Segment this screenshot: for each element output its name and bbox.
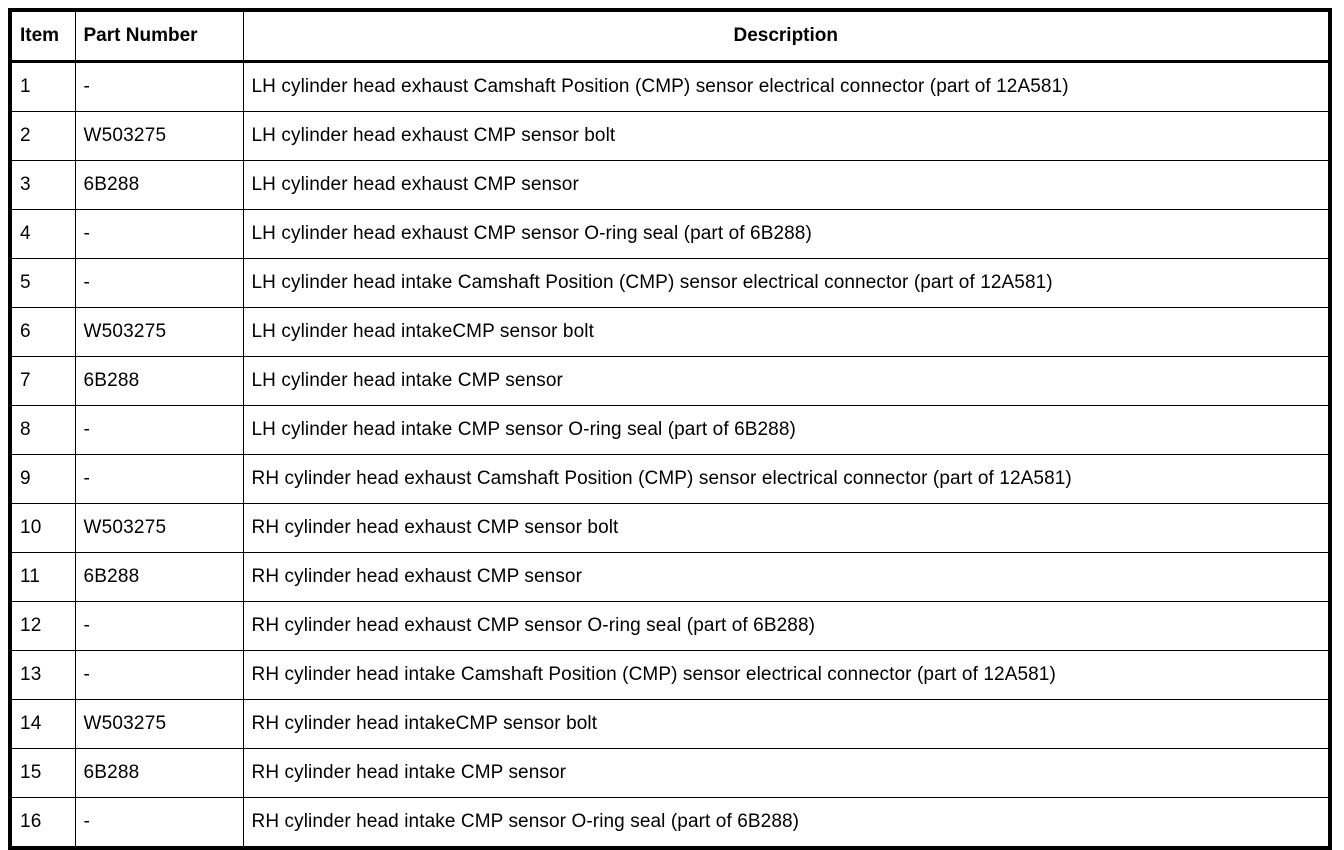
table-row: 1-LH cylinder head exhaust Camshaft Posi… [9,61,1331,112]
table-row: 13-RH cylinder head intake Camshaft Posi… [9,650,1331,700]
cell-part-number: 6B288 [74,356,244,406]
cell-part-number: W503275 [74,699,244,749]
cell-item: 7 [9,356,76,406]
cell-part-number: 6B288 [74,552,244,602]
cell-item: 11 [9,552,76,602]
cell-part-number: W503275 [74,307,244,357]
cell-item: 4 [9,209,76,259]
cell-description: RH cylinder head exhaust Camshaft Positi… [242,454,1331,504]
cell-part-number: - [74,258,244,308]
cell-description: RH cylinder head intake CMP sensor [242,748,1331,798]
cell-description: RH cylinder head intakeCMP sensor bolt [242,699,1331,749]
cell-description: RH cylinder head intake CMP sensor O-rin… [242,797,1331,849]
column-header-part-number: Part Number [74,9,244,63]
cell-description: LH cylinder head intake Camshaft Positio… [242,258,1331,308]
cell-description: LH cylinder head exhaust CMP sensor bolt [242,111,1331,161]
cell-item: 13 [9,650,76,700]
cell-description: RH cylinder head exhaust CMP sensor O-ri… [242,601,1331,651]
table-row: 16-RH cylinder head intake CMP sensor O-… [9,797,1331,849]
cell-part-number: - [74,61,244,112]
cell-part-number: W503275 [74,111,244,161]
column-header-description: Description [242,9,1331,63]
cell-part-number: - [74,454,244,504]
cell-item: 9 [9,454,76,504]
table-body: 1-LH cylinder head exhaust Camshaft Posi… [9,61,1331,849]
cell-item: 1 [9,61,76,112]
cell-item: 6 [9,307,76,357]
cell-description: RH cylinder head exhaust CMP sensor [242,552,1331,602]
cell-item: 2 [9,111,76,161]
cell-description: LH cylinder head intake CMP sensor [242,356,1331,406]
column-header-item: Item [9,9,76,63]
cell-item: 5 [9,258,76,308]
page-root: Item Part Number Description 1-LH cylind… [8,8,1332,850]
cell-item: 10 [9,503,76,553]
table-row: 4-LH cylinder head exhaust CMP sensor O-… [9,209,1331,259]
table-row: 9-RH cylinder head exhaust Camshaft Posi… [9,454,1331,504]
cell-description: LH cylinder head exhaust Camshaft Positi… [242,61,1331,112]
cell-item: 8 [9,405,76,455]
table-row: 8-LH cylinder head intake CMP sensor O-r… [9,405,1331,455]
cell-description: RH cylinder head intake Camshaft Positio… [242,650,1331,700]
table-row: 12-RH cylinder head exhaust CMP sensor O… [9,601,1331,651]
parts-list-table: Item Part Number Description 1-LH cylind… [8,8,1332,850]
cell-part-number: 6B288 [74,748,244,798]
cell-part-number: - [74,650,244,700]
cell-part-number: - [74,405,244,455]
cell-description: RH cylinder head exhaust CMP sensor bolt [242,503,1331,553]
cell-description: LH cylinder head exhaust CMP sensor [242,160,1331,210]
table-header: Item Part Number Description [9,9,1331,63]
cell-item: 3 [9,160,76,210]
cell-description: LH cylinder head intakeCMP sensor bolt [242,307,1331,357]
cell-description: LH cylinder head exhaust CMP sensor O-ri… [242,209,1331,259]
cell-item: 14 [9,699,76,749]
cell-part-number: - [74,797,244,849]
cell-part-number: 6B288 [74,160,244,210]
cell-item: 16 [9,797,76,849]
table-header-row: Item Part Number Description [9,9,1331,63]
cell-part-number: - [74,209,244,259]
cell-description: LH cylinder head intake CMP sensor O-rin… [242,405,1331,455]
table-row: 5-LH cylinder head intake Camshaft Posit… [9,258,1331,308]
cell-part-number: - [74,601,244,651]
cell-item: 12 [9,601,76,651]
cell-part-number: W503275 [74,503,244,553]
cell-item: 15 [9,748,76,798]
